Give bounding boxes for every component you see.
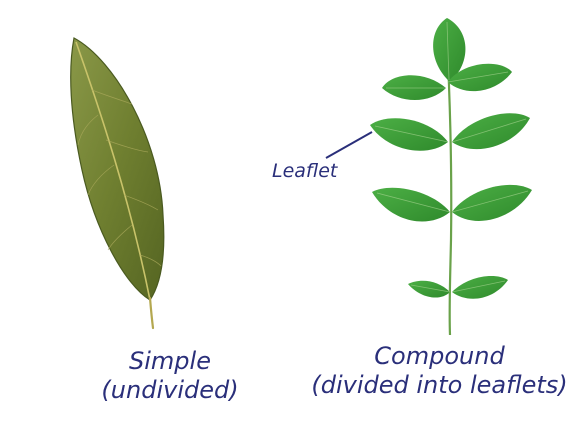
leaflet-third-right xyxy=(452,185,532,221)
simple-leaf-petiole xyxy=(150,298,153,328)
compound-caption-line2: (divided into leaflets) xyxy=(300,371,579,400)
compound-caption: Compound (divided into leaflets) xyxy=(300,342,579,400)
simple-caption-line1: Simple xyxy=(60,347,280,376)
compound-caption-line1: Compound xyxy=(300,342,579,371)
simple-caption: Simple (undivided) xyxy=(60,347,280,405)
leaflet-third-left xyxy=(372,188,450,222)
compound-leaf xyxy=(370,18,532,335)
leaflet-label: Leaflet xyxy=(272,160,337,182)
leaflet-bottom-right xyxy=(452,276,508,299)
leaflet-second-right xyxy=(452,113,530,149)
leaflet-second-left xyxy=(370,118,448,150)
leaflet-bottom-left xyxy=(408,281,450,298)
simple-caption-line2: (undivided) xyxy=(60,376,280,405)
simple-leaf xyxy=(71,38,164,328)
leaflet-pointer-line xyxy=(326,132,372,158)
